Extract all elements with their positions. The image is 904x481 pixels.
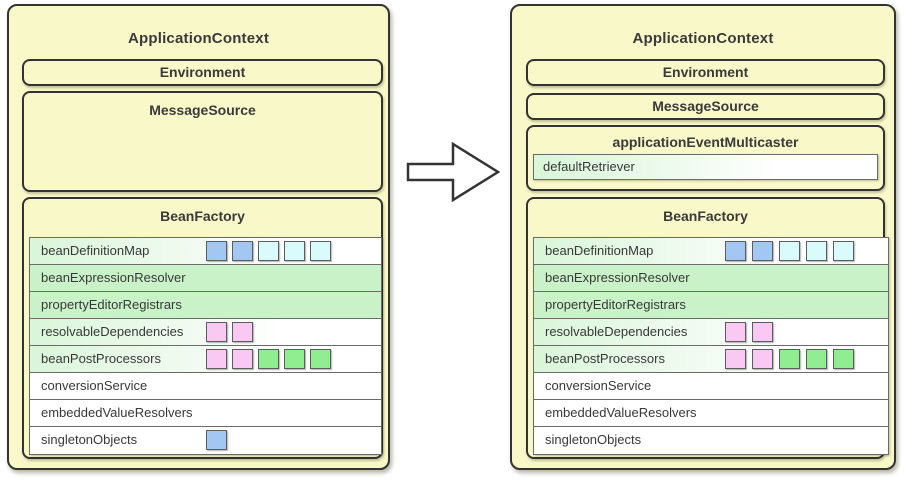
pink-square (232, 349, 253, 369)
table-row: beanPostProcessors (534, 346, 888, 373)
row-label: resolvableDependencies (545, 324, 688, 339)
blue-square (232, 241, 253, 261)
environment-box: Environment (22, 59, 383, 86)
table-row: beanDefinitionMap (534, 238, 888, 265)
pink-square (752, 349, 773, 369)
pink-square (725, 322, 746, 342)
table-row: singletonObjects (30, 427, 381, 454)
application-context-before-panel: ApplicationContext Environment MessageSo… (7, 4, 390, 470)
table-row: embeddedValueResolvers (30, 400, 381, 427)
cyan-square (310, 241, 331, 261)
row-label: conversionService (545, 378, 652, 393)
pink-square (206, 322, 227, 342)
message-source-label: MessageSource (652, 98, 759, 114)
table-row: beanPostProcessors (30, 346, 381, 373)
application-event-multicaster-box: applicationEventMulticaster defaultRetri… (526, 125, 885, 191)
transition-arrow-icon (406, 140, 501, 204)
default-retriever-row: defaultRetriever (533, 154, 878, 180)
blue-square (752, 241, 773, 261)
environment-label: Environment (159, 64, 246, 80)
entry-squares (725, 349, 854, 369)
entry-squares (725, 322, 773, 342)
entry-squares (206, 241, 331, 261)
pink-square (206, 349, 227, 369)
table-row: propertyEditorRegistrars (30, 292, 381, 319)
green-square (806, 349, 827, 369)
row-label: beanDefinitionMap (41, 243, 150, 258)
row-label: beanDefinitionMap (545, 243, 654, 258)
table-row: embeddedValueResolvers (534, 400, 888, 427)
row-label: embeddedValueResolvers (41, 405, 193, 420)
green-square (833, 349, 854, 369)
cyan-square (806, 241, 827, 261)
entry-squares (206, 430, 227, 450)
green-square (284, 349, 305, 369)
green-square (779, 349, 800, 369)
table-row: conversionService (30, 373, 381, 400)
cyan-square (284, 241, 305, 261)
message-source-label: MessageSource (149, 102, 256, 118)
entry-squares (725, 241, 854, 261)
cyan-square (779, 241, 800, 261)
pink-square (232, 322, 253, 342)
cyan-square (258, 241, 279, 261)
row-label: embeddedValueResolvers (545, 405, 697, 420)
entry-squares (206, 322, 253, 342)
table-row: resolvableDependencies (30, 319, 381, 346)
cyan-square (833, 241, 854, 261)
environment-box: Environment (526, 59, 885, 86)
row-label: defaultRetriever (543, 159, 635, 174)
row-label: singletonObjects (545, 432, 642, 447)
bean-factory-rows: beanDefinitionMap beanExpressionResolver… (533, 237, 889, 455)
environment-label: Environment (662, 64, 749, 80)
row-label: propertyEditorRegistrars (545, 297, 686, 312)
row-label: beanPostProcessors (41, 351, 161, 366)
table-row: beanExpressionResolver (534, 265, 888, 292)
bean-factory-label: BeanFactory (160, 208, 245, 224)
row-label: resolvableDependencies (41, 324, 184, 339)
bean-factory-box: BeanFactory beanDefinitionMap beanExpres… (22, 197, 383, 459)
row-label: conversionService (41, 378, 148, 393)
row-label: beanPostProcessors (545, 351, 665, 366)
blue-square (206, 430, 227, 450)
entry-squares (206, 349, 331, 369)
table-row: propertyEditorRegistrars (534, 292, 888, 319)
row-label: propertyEditorRegistrars (41, 297, 182, 312)
bean-factory-label: BeanFactory (663, 208, 748, 224)
blue-square (725, 241, 746, 261)
table-row: singletonObjects (534, 427, 888, 454)
blue-square (206, 241, 227, 261)
pink-square (752, 322, 773, 342)
panel-title: ApplicationContext (632, 30, 774, 47)
application-context-after-panel: ApplicationContext Environment MessageSo… (510, 4, 896, 470)
table-row: resolvableDependencies (534, 319, 888, 346)
green-square (258, 349, 279, 369)
green-square (310, 349, 331, 369)
table-row: beanDefinitionMap (30, 238, 381, 265)
panel-title: ApplicationContext (127, 30, 270, 47)
table-row: conversionService (534, 373, 888, 400)
row-label: beanExpressionResolver (545, 270, 690, 285)
bean-factory-rows: beanDefinitionMap beanExpressionResolver… (29, 237, 382, 455)
multicaster-label: applicationEventMulticaster (612, 134, 799, 150)
pink-square (725, 349, 746, 369)
row-label: singletonObjects (41, 432, 138, 447)
bean-factory-box: BeanFactory beanDefinitionMap beanExpres… (526, 197, 889, 459)
row-label: beanExpressionResolver (41, 270, 186, 285)
message-source-box: MessageSource (22, 91, 383, 192)
message-source-box: MessageSource (526, 93, 885, 120)
table-row: beanExpressionResolver (30, 265, 381, 292)
